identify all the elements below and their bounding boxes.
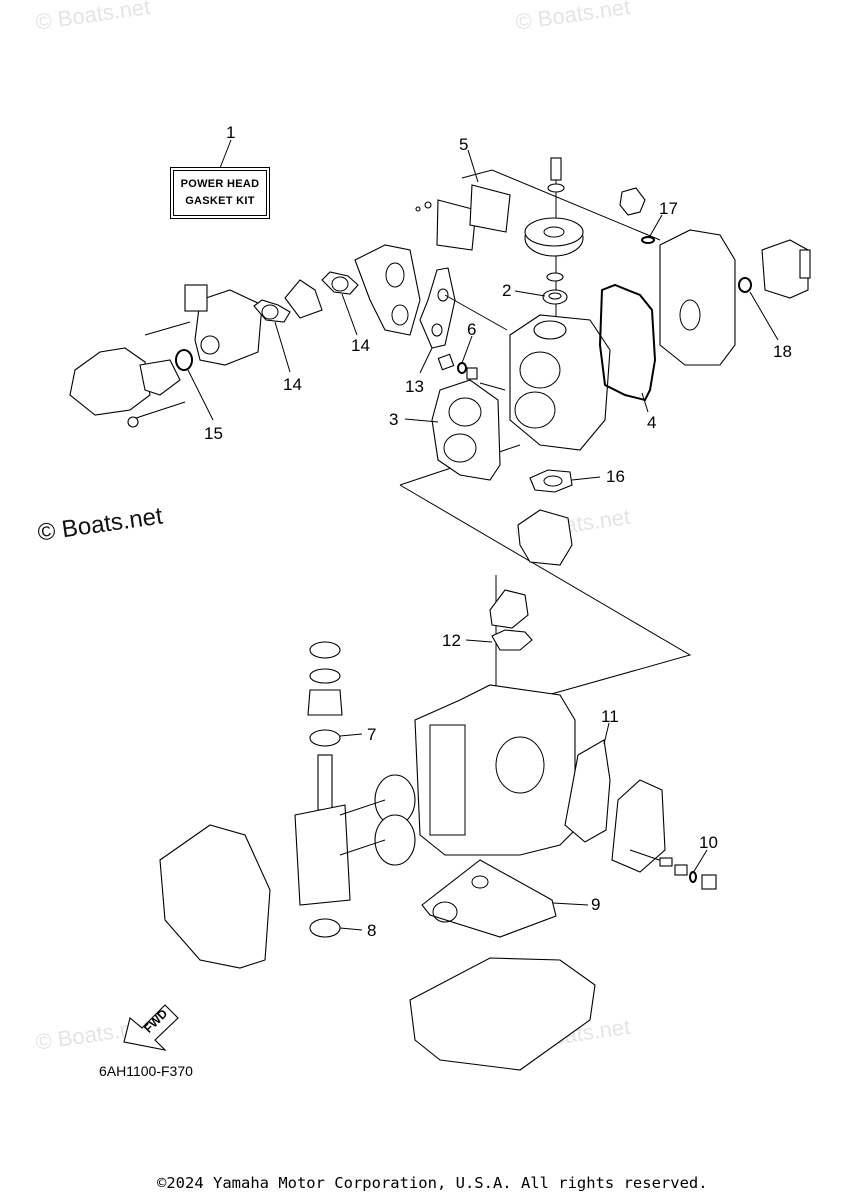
copyright-notice: ©2024 Yamaha Motor Corporation, U.S.A. A… (157, 1174, 708, 1192)
crankshaft-pistons (294, 754, 416, 906)
drain-parts (659, 857, 717, 890)
oil-seal-8 (309, 918, 341, 938)
cylinder-head (509, 314, 611, 451)
head-gasket-3 (431, 379, 501, 481)
forward-arrow-icon (123, 1004, 179, 1051)
callout-2[interactable]: 2 (502, 281, 512, 300)
thermostat-cover (517, 509, 573, 566)
crankcase-gasket-9 (421, 859, 557, 938)
head-cover-gasket-4 (598, 283, 657, 402)
power-head-gasket-kit-label: POWER HEAD GASKET KIT (170, 167, 270, 219)
intake-manifold (354, 244, 421, 336)
o-ring-18 (738, 277, 752, 293)
callout-11[interactable]: 11 (601, 707, 619, 726)
crankshaft-top-parts (307, 641, 343, 716)
head-cover (659, 229, 736, 366)
gasket-13 (419, 267, 508, 349)
diagram-code: 6AH1100-F370 (99, 1063, 193, 1079)
thermostat-parts (437, 353, 506, 391)
callout-6[interactable]: 6 (467, 320, 477, 339)
callout-13[interactable]: 13 (405, 377, 424, 396)
exhaust-outer-cover (611, 779, 666, 873)
exhaust-gasket-11 (564, 739, 611, 843)
callout-7[interactable]: 7 (367, 725, 377, 744)
callout-16[interactable]: 16 (606, 467, 625, 486)
kit-label-line2: GASKET KIT (185, 195, 255, 207)
gasket-14-a (253, 299, 291, 323)
o-ring-17 (641, 236, 655, 244)
callout-10[interactable]: 10 (699, 833, 718, 852)
o-ring-15 (175, 349, 193, 371)
breather-covers (415, 184, 511, 251)
callout-14[interactable]: 14 (351, 336, 370, 355)
oil-seal-7 (309, 729, 341, 747)
callout-9[interactable]: 9 (591, 895, 601, 914)
callout-3[interactable]: 3 (389, 410, 399, 429)
callout-15[interactable]: 15 (204, 424, 223, 443)
callout-17[interactable]: 17 (659, 199, 678, 218)
gasket-12 (491, 629, 533, 651)
cam-pulley (524, 157, 584, 330)
cylinder-block (414, 684, 576, 856)
callout-8[interactable]: 8 (367, 921, 377, 940)
callout-12[interactable]: 12 (442, 631, 461, 650)
carburetor (144, 284, 263, 366)
oil-filler-cap (619, 187, 646, 216)
callout-14[interactable]: 14 (283, 375, 302, 394)
bottom-pan (409, 957, 596, 1071)
gasket-16 (529, 469, 573, 493)
water-jacket-cover (489, 575, 529, 690)
leader-lines (187, 139, 779, 931)
intake-silencer (69, 347, 186, 428)
callout-18[interactable]: 18 (773, 342, 792, 361)
kit-label-line1: POWER HEAD (180, 178, 260, 190)
gasket-14-b (321, 271, 359, 295)
callout-1[interactable]: 1 (226, 123, 236, 142)
fuel-pump (761, 239, 811, 299)
callout-4[interactable]: 4 (647, 413, 657, 432)
crankcase-half (159, 824, 271, 969)
callout-5[interactable]: 5 (459, 135, 469, 154)
oil-seal-2 (542, 289, 568, 305)
intake-manifold-spacer (284, 279, 323, 319)
